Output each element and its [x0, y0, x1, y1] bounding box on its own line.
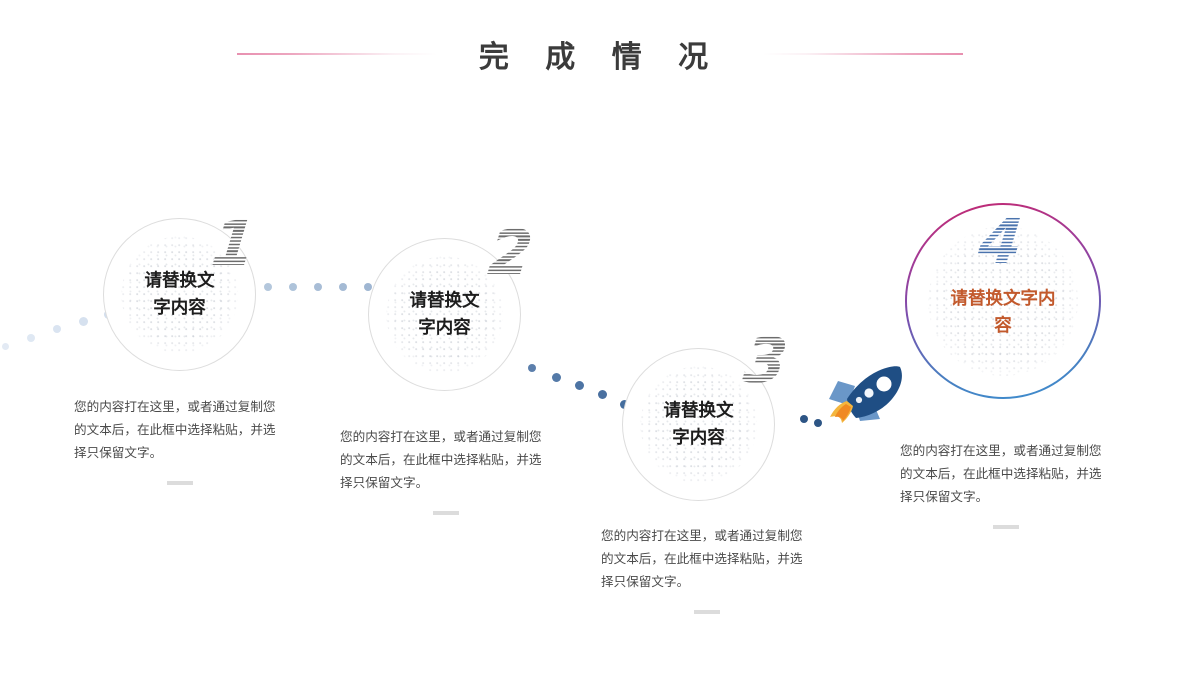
step-1-circle[interactable]: 请替换文 字内容	[103, 218, 256, 371]
step-2-description: 您的内容打在这里，或者通过复制您的文本后，在此框中选择粘贴，并选择只保留文字。	[340, 429, 542, 490]
step-2-label-line-2: 字内容	[418, 317, 471, 338]
step-2-description-block: 您的内容打在这里，或者通过复制您的文本后，在此框中选择粘贴，并选择只保留文字。	[340, 426, 552, 515]
step-3-label: 请替换文 字内容	[640, 397, 758, 451]
trail-dot	[53, 325, 61, 333]
halftone-globe-pattern-icon	[385, 255, 504, 374]
step-4-description: 您的内容打在这里，或者通过复制您的文本后，在此框中选择粘贴，并选择只保留文字。	[900, 443, 1102, 504]
step-2-separator	[433, 510, 459, 515]
trail-dot	[800, 415, 808, 423]
step-4-description-block: 您的内容打在这里，或者通过复制您的文本后，在此框中选择粘贴，并选择只保留文字。	[900, 440, 1112, 529]
halftone-globe-pattern-icon	[120, 235, 239, 354]
rocket-icon	[808, 361, 912, 433]
step-3-description: 您的内容打在这里，或者通过复制您的文本后，在此框中选择粘贴，并选择只保留文字。	[601, 528, 803, 589]
step-1-description-block: 您的内容打在这里，或者通过复制您的文本后，在此框中选择粘贴，并选择只保留文字。	[74, 396, 286, 485]
step-4-separator	[993, 524, 1019, 529]
step-1-label-line-2: 字内容	[153, 297, 206, 318]
trail-dot	[289, 283, 297, 291]
step-4-numeral: 4	[975, 205, 1027, 278]
halftone-globe-pattern-icon	[928, 226, 1078, 376]
step-1-label-line-1: 请替换文	[144, 270, 215, 291]
step-2-label-line-1: 请替换文	[409, 290, 480, 311]
title-rule-left	[236, 53, 437, 55]
step-4-label-line-1: 请替换文字内	[950, 288, 1056, 309]
page-title: 完 成 情 况	[478, 40, 722, 75]
step-3-label-line-2: 字内容	[672, 427, 725, 448]
step-1-description: 您的内容打在这里，或者通过复制您的文本后，在此框中选择粘贴，并选择只保留文字。	[74, 399, 276, 460]
step-3-description-block: 您的内容打在这里，或者通过复制您的文本后，在此框中选择粘贴，并选择只保留文字。	[601, 525, 813, 614]
step-2-label: 请替换文 字内容	[386, 287, 504, 341]
step-3-label-line-1: 请替换文	[663, 400, 734, 421]
step-1-separator	[167, 480, 193, 485]
slide-header: 完 成 情 况	[0, 24, 1200, 84]
step-3-circle[interactable]: 请替换文 字内容	[622, 348, 775, 501]
halftone-globe-pattern-icon	[639, 365, 758, 484]
trail-dot	[264, 283, 272, 291]
step-2-circle[interactable]: 请替换文 字内容	[368, 238, 521, 391]
step-1-label: 请替换文 字内容	[121, 267, 239, 321]
trail-dot	[27, 334, 35, 342]
step-4-label: 请替换文字内 容	[928, 285, 1078, 339]
title-rule-right	[763, 53, 964, 55]
trail-dot	[2, 343, 9, 350]
trail-dot	[552, 373, 561, 382]
trail-dot	[364, 283, 372, 291]
trail-dot	[339, 283, 347, 291]
step-2-numeral: 2	[485, 216, 537, 289]
trail-dot	[575, 381, 584, 390]
trail-dot	[528, 364, 536, 372]
step-1-numeral: 1	[208, 207, 260, 280]
step-4-circle[interactable]: 请替换文字内 容	[905, 203, 1101, 399]
step-4-label-line-2: 容	[994, 315, 1012, 336]
step-3-numeral: 3	[740, 324, 792, 397]
trail-dot	[598, 390, 607, 399]
trail-dot	[314, 283, 322, 291]
trail-dot	[79, 317, 88, 326]
step-3-separator	[694, 609, 720, 614]
